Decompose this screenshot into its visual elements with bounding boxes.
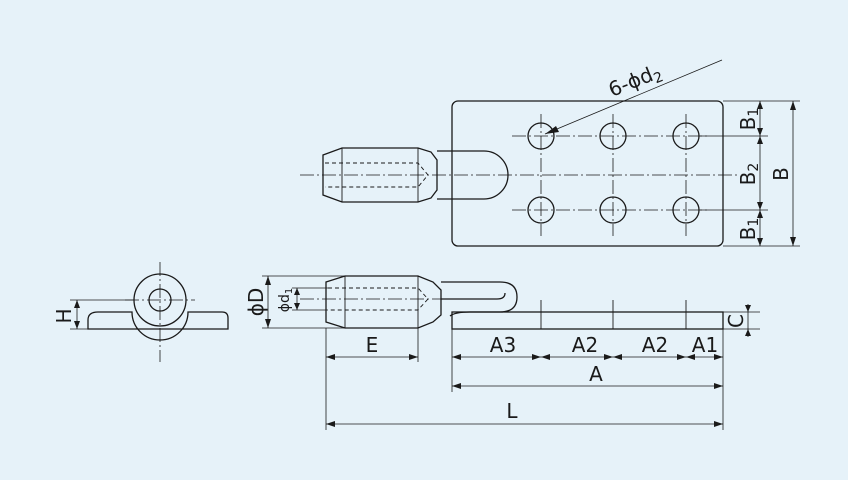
hole — [527, 196, 555, 224]
holes-callout: 6-ϕd2 — [544, 59, 723, 135]
dim-b: B — [769, 167, 793, 181]
hole — [599, 196, 627, 224]
dim-a1: A1 — [692, 333, 718, 357]
dim-b2: B2 — [736, 163, 762, 186]
dim-b1-bottom: B1 — [736, 218, 762, 241]
side-bend-outline — [441, 281, 518, 317]
dim-phi-d: ϕD — [244, 288, 268, 317]
vertical-dimensions: B1 B2 B1 B — [700, 100, 800, 247]
holes-label: 6-ϕd2 — [605, 59, 666, 105]
dim-c: C — [724, 314, 748, 328]
hole — [672, 196, 700, 224]
hole — [599, 122, 627, 150]
pad-plate-outline — [451, 100, 724, 247]
side-plate-outline — [451, 311, 724, 330]
side-view: ϕD ϕd1 C E A3 — [244, 275, 760, 430]
end-view: H — [52, 262, 229, 362]
barrel-outline — [322, 147, 438, 203]
dim-a2-left: A2 — [572, 333, 598, 357]
dim-b1-top: B1 — [736, 108, 762, 131]
end-plate-outline — [87, 311, 229, 341]
dim-l: L — [506, 399, 518, 423]
dim-h: H — [52, 308, 76, 323]
hole — [527, 122, 555, 150]
side-barrel-outline — [325, 275, 442, 329]
side-bore-hidden — [328, 287, 429, 311]
dim-a3: A3 — [490, 333, 516, 357]
dim-a: A — [589, 362, 603, 386]
top-view: 6-ϕd2 B1 B2 — [300, 59, 800, 247]
dim-a2-right: A2 — [642, 333, 668, 357]
dim-phi-d1: ϕd1 — [277, 288, 295, 313]
hole-grid — [512, 114, 710, 236]
dim-e: E — [366, 333, 379, 357]
hole — [672, 122, 700, 150]
